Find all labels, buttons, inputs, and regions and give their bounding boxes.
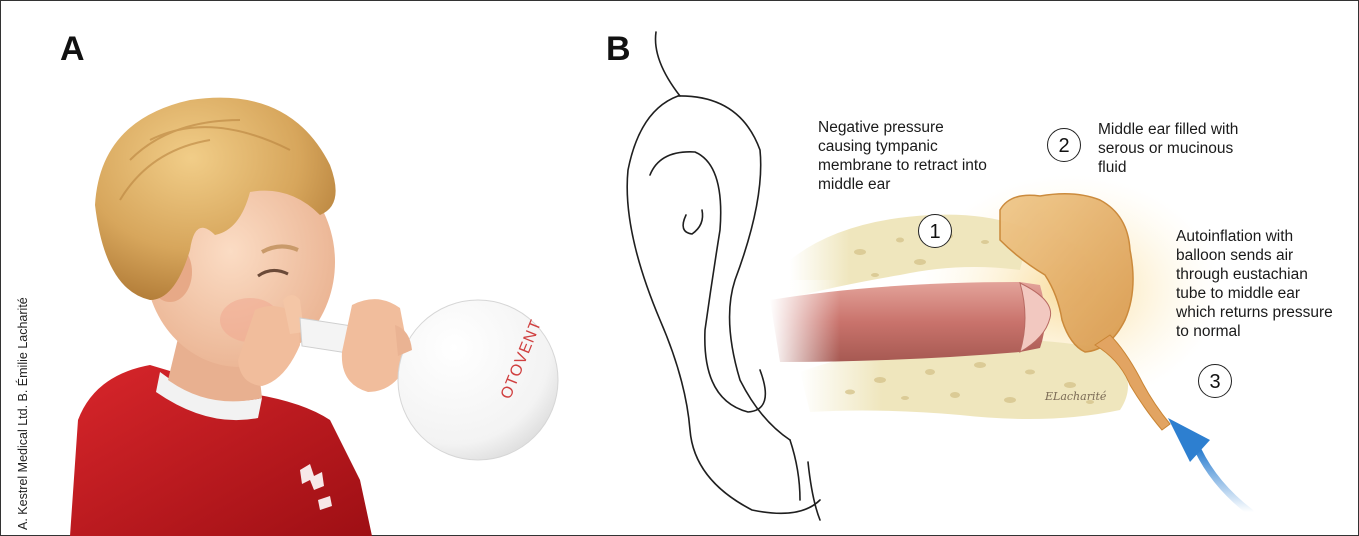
annotation-3-text: Autoinflation with balloon sends air thr…: [1176, 227, 1336, 341]
annotation-3-number: 3: [1198, 364, 1232, 398]
annotation-1-number: 1: [918, 214, 952, 248]
annotation-1-text: Negative pressure causing tympanic membr…: [818, 118, 988, 194]
airflow-arrow: [1168, 418, 1250, 512]
annotation-2-number: 2: [1047, 128, 1081, 162]
annotation-2-text: Middle ear filled with serous or mucinou…: [1098, 120, 1248, 177]
child-photo: OTOVENT: [70, 98, 558, 536]
illustrator-signature: ELacharité: [1045, 390, 1106, 403]
middle-ear-cross-section: [770, 175, 1220, 430]
